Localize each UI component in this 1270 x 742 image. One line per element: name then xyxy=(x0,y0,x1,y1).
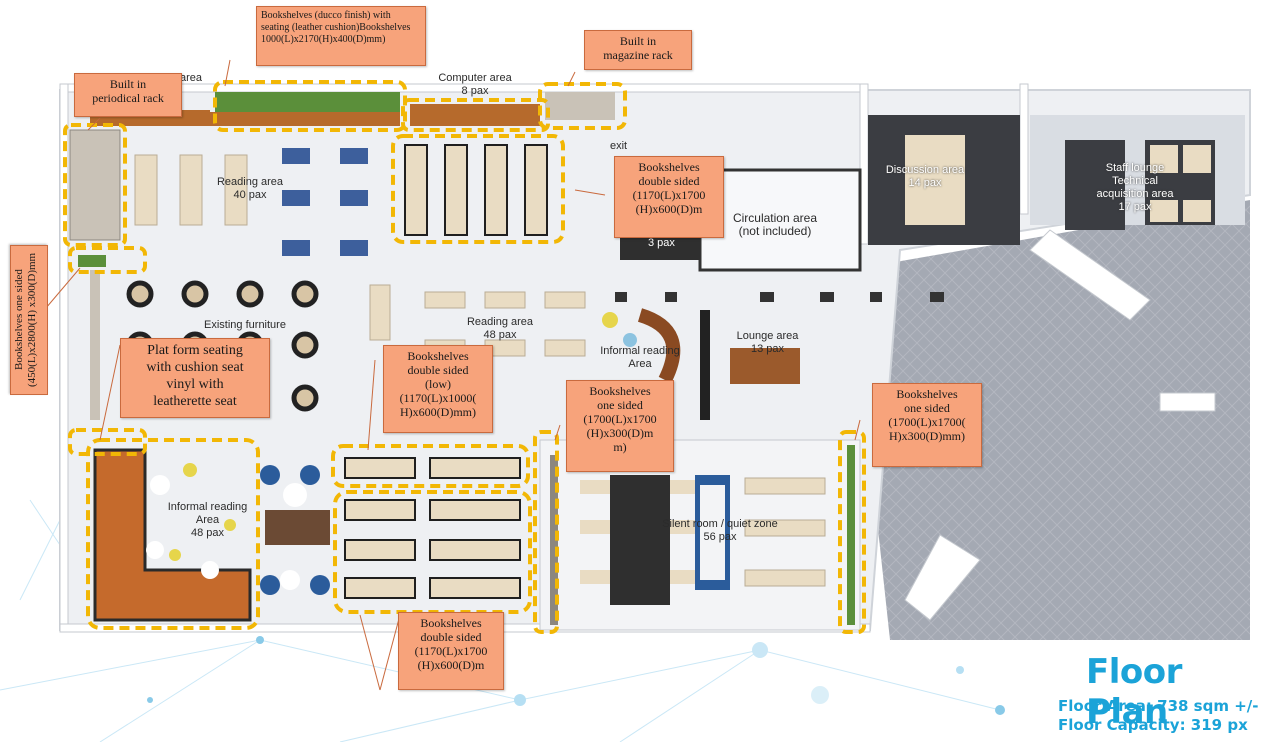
callout-bookshelves-one-sided-mid: Bookshelves one sided (1700(L)x1700 (H)x… xyxy=(566,380,674,472)
informal-reading-1-label: Informal reading Area xyxy=(600,345,680,370)
informal-reading-2-label: Informal reading Area 48 pax xyxy=(167,501,248,539)
circulation-pax-label: 3 pax xyxy=(648,237,675,249)
reading-area-1-label: Reading area 40 pax xyxy=(216,176,284,201)
circulation-area-label: Circulation area (not included) xyxy=(732,211,818,238)
top-bookshelves xyxy=(215,92,400,112)
callout-bookshelves-low: Bookshelves double sided (low) (1170(L)x… xyxy=(383,345,493,433)
computer-desks xyxy=(410,104,540,126)
callout-bookshelves-top-right: Bookshelves double sided (1170(L)x1700 (… xyxy=(614,156,724,238)
callout-magazine-rack: Built in magazine rack xyxy=(584,30,692,70)
callout-bookshelves-bottom: Bookshelves double sided (1170(L)x1700 (… xyxy=(398,612,504,690)
callout-periodical-rack: Built in periodical rack xyxy=(74,73,182,117)
callout-platform-seating: Plat form seating with cushion seat viny… xyxy=(120,338,270,418)
existing-furniture-label: Existing furniture xyxy=(204,319,286,331)
lounge-sofa xyxy=(730,348,800,384)
lounge-area-label: Lounge area 13 pax xyxy=(736,330,799,355)
callout-bookshelves-one-sided-right: Bookshelves one sided (1700(L)x1700( H)x… xyxy=(872,383,982,467)
network-decoration xyxy=(0,499,1005,742)
exit-label: exit xyxy=(610,140,628,152)
callout-top-bookshelves: Bookshelves (ducco finish) with seating … xyxy=(256,6,426,66)
computer-area-label: Computer area 8 pax xyxy=(438,72,512,97)
floor-area-text: Floor Area: 738 sqm +/- xyxy=(1058,697,1259,715)
top-area-fragment: area xyxy=(180,72,203,84)
silent-room-label: Silent room / quiet zone 56 pax xyxy=(662,518,778,543)
floor-capacity-text: Floor Capacity: 319 px xyxy=(1058,716,1248,734)
page-title: Floor Plan xyxy=(1086,652,1182,732)
callout-bookshelves-one-sided-vertical: Bookshelves one sided (450(L)x2800(H) x3… xyxy=(10,245,48,395)
outdoor-terrace xyxy=(850,200,1250,640)
staff-lounge-label: Staff lounge Technical acquisition area … xyxy=(1096,162,1174,213)
discussion-area-label: Discussion area 14 pax xyxy=(885,164,965,189)
reading-area-2-label: Reading area 48 pax xyxy=(466,316,534,341)
